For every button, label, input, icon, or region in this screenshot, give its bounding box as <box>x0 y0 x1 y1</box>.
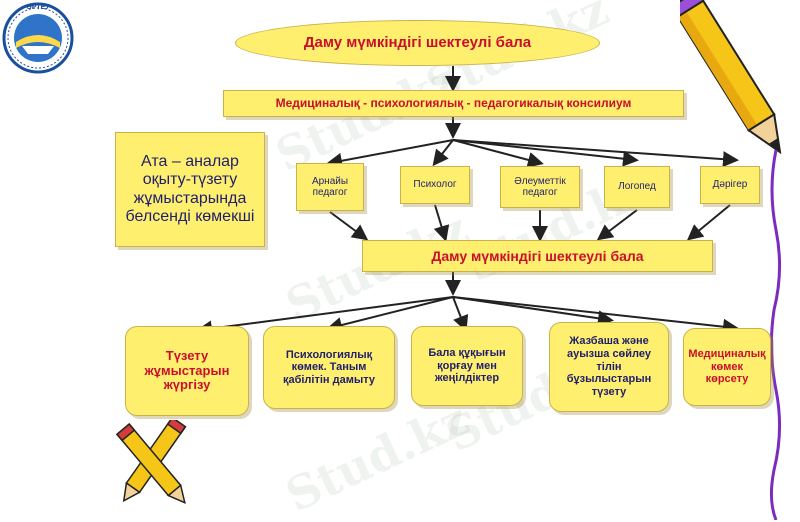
logo-emblem <box>2 2 74 74</box>
node-consilium: Медициналық - психологиялық - педагогика… <box>223 90 684 117</box>
node-outcome-correction: Түзету жұмыстарын жүргізу <box>125 326 249 416</box>
pencils-illustration <box>115 420 187 504</box>
node-top-child: Даму мүмкіндігі шектеулі бала <box>235 20 600 66</box>
pencil-illustration <box>680 0 782 155</box>
node-outcome-medical-help: Медициналық көмек көрсету <box>683 328 771 406</box>
node-outcome-child-rights: Бала құқығын қорғау мен жеңілдіктер <box>411 326 523 406</box>
node-parents: Ата – аналар оқыту-түзету жұмыстарында б… <box>115 132 265 247</box>
node-outcome-speech-correction: Жазбаша және ауызша сөйлеу тілін бұзылыс… <box>549 322 669 412</box>
node-specialist-psychologist: Психолог <box>400 166 470 204</box>
node-middle-child: Даму мүмкіндігі шектеулі бала <box>362 240 713 272</box>
decorative-line <box>769 150 782 520</box>
node-specialist-special-teacher: Арнайы педагог <box>296 163 364 211</box>
node-outcome-psychological-help: Психологиялық көмек. Таным қабілітін дам… <box>263 326 395 409</box>
node-specialist-social-teacher: Әлеуметтік педагог <box>500 166 580 208</box>
logo: ӨРТЕУ <box>2 2 74 74</box>
node-specialist-doctor: Дәрігер <box>700 166 760 204</box>
logo-text: ӨРТЕУ <box>26 4 50 11</box>
node-specialist-speech-therapist: Логопед <box>604 166 670 208</box>
